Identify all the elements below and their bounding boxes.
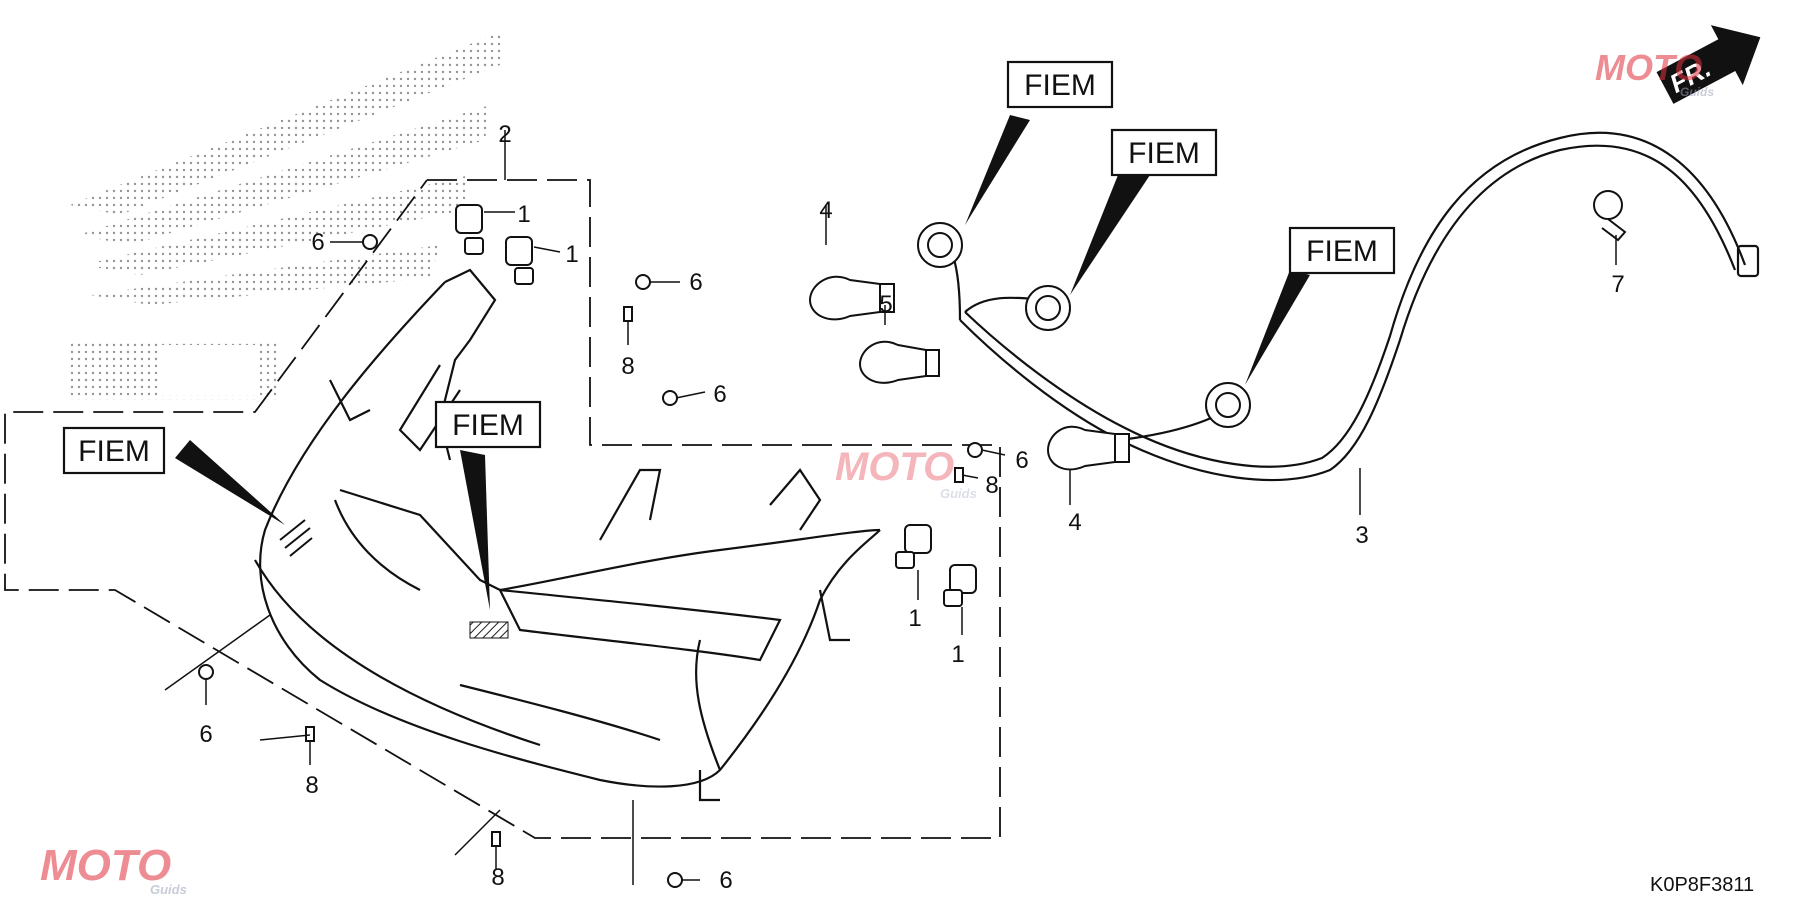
fiem-tag-3: FIEM	[1006, 60, 1114, 109]
callout-4: 4	[1068, 509, 1081, 536]
svg-text:MOTO: MOTO	[1595, 47, 1702, 88]
grommet-icon	[943, 564, 977, 607]
callout-6: 6	[1015, 447, 1028, 474]
hatch-mark-side	[279, 519, 313, 557]
fiem-tag-2: FIEM	[434, 400, 542, 449]
callout-6: 6	[199, 721, 212, 748]
watermark-logo: MOTO Guids	[835, 445, 977, 501]
bulb-socket	[1205, 382, 1251, 428]
callout-6: 6	[719, 867, 732, 894]
fiem-pointer	[175, 115, 1310, 610]
svg-text:FIEM: FIEM	[1024, 69, 1096, 102]
svg-text:FIEM: FIEM	[1128, 137, 1200, 170]
hatch-mark	[469, 621, 509, 639]
callout-4: 4	[819, 197, 832, 224]
callout-labels: 2 1 1 6 6 8 6 6 8 1 1 6 8 8 6 4 5 4 3 7	[199, 121, 1624, 894]
svg-text:MOTO: MOTO	[835, 445, 954, 489]
callout-6: 6	[689, 269, 702, 296]
bulb-icon	[808, 275, 895, 321]
fiem-tag-5: FIEM	[1288, 226, 1396, 275]
assembly-boundary	[4, 179, 1001, 839]
watermark-logo: MOTO Guids	[1595, 47, 1714, 99]
screw-icon	[198, 234, 983, 888]
fiem-tag-4: FIEM	[1110, 128, 1218, 177]
callout-2: 2	[498, 121, 511, 148]
svg-text:Guids: Guids	[940, 486, 977, 501]
diagram-code: K0P8F3811	[1650, 874, 1754, 896]
bulb-socket	[1025, 285, 1071, 331]
callout-6: 6	[311, 229, 324, 256]
svg-text:FIEM: FIEM	[452, 409, 524, 442]
grommet-icon	[505, 236, 534, 285]
bulb-icon	[1046, 425, 1130, 471]
grommet-icon	[895, 524, 932, 569]
callout-8: 8	[491, 864, 504, 891]
wire-harness	[934, 131, 1760, 482]
fiem-tag-1: FIEM	[62, 426, 166, 475]
svg-text:Guids: Guids	[1680, 85, 1714, 99]
svg-text:FIEM: FIEM	[78, 435, 150, 468]
callout-8: 8	[305, 772, 318, 799]
svg-text:FIEM: FIEM	[1306, 235, 1378, 268]
callout-1: 1	[565, 241, 578, 268]
bulb-socket	[917, 222, 963, 268]
wing-logo	[70, 30, 505, 400]
callout-5: 5	[879, 291, 892, 318]
callout-7: 7	[1611, 271, 1624, 298]
callout-3: 3	[1355, 522, 1368, 549]
grommet-icon	[455, 204, 484, 255]
callout-1: 1	[951, 641, 964, 668]
band-clamp-icon	[1593, 190, 1627, 242]
leader-lines	[164, 130, 1617, 885]
callout-6: 6	[713, 381, 726, 408]
callout-8: 8	[621, 353, 634, 380]
svg-text:Guids: Guids	[150, 882, 187, 897]
headlight-housing	[254, 268, 881, 802]
callout-1: 1	[908, 605, 921, 632]
bulb-icon	[858, 340, 940, 384]
callout-1: 1	[517, 201, 530, 228]
svg-text:MOTO: MOTO	[40, 841, 171, 890]
callout-8: 8	[985, 472, 998, 499]
watermark-logo: MOTO Guids	[40, 841, 187, 897]
